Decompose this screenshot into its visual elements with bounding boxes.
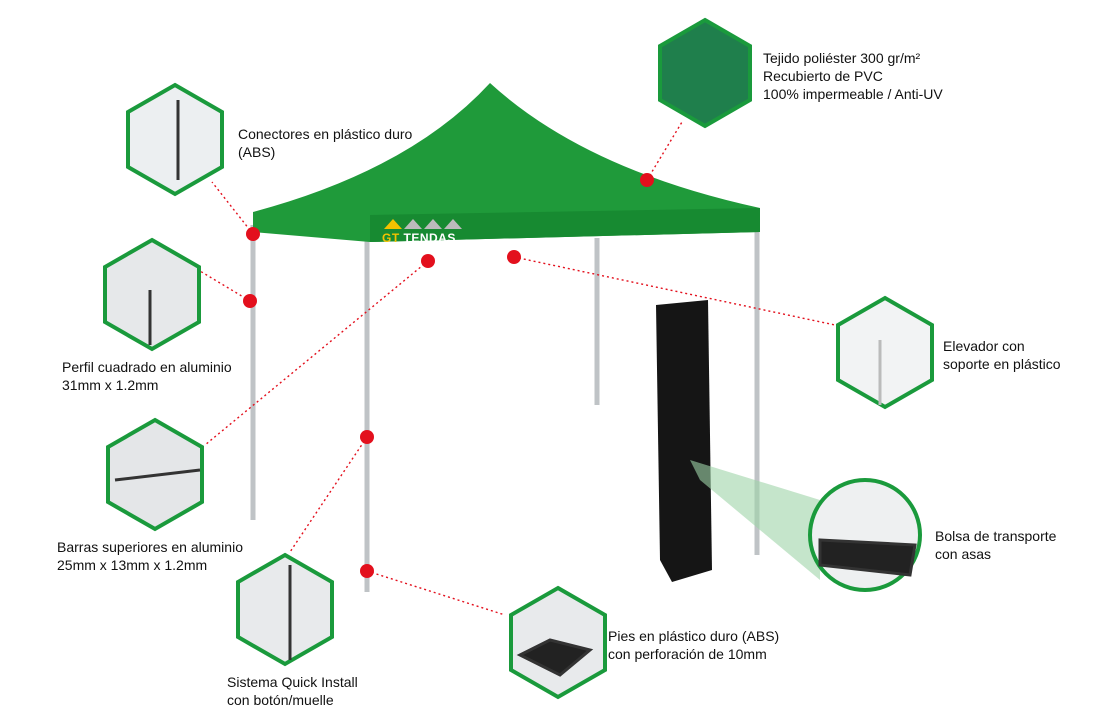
label-line: 25mm x 13mm x 1.2mm: [57, 557, 208, 573]
label-line: Elevador con: [943, 338, 1025, 354]
label-line: con botón/muelle: [227, 692, 334, 708]
label-line: 100% impermeable / Anti-UV: [763, 86, 943, 102]
label-lifter: Elevador con soporte en plástico: [943, 337, 1061, 373]
label-line: (ABS): [238, 144, 276, 160]
canopy-valance: [370, 208, 760, 242]
label-line: Conectores en plástico duro: [238, 126, 413, 142]
label-line: 31mm x 1.2mm: [62, 377, 159, 393]
label-profile: Perfil cuadrado en aluminio 31mm x 1.2mm: [62, 358, 232, 394]
hex-lifter: [836, 295, 934, 410]
callout-dots: [243, 173, 654, 578]
brand-name: TENDAS: [403, 231, 456, 245]
hex-connectors: [126, 82, 224, 197]
leader-lines: [194, 121, 836, 616]
label-fabric: Tejido poliéster 300 gr/m² Recubierto de…: [763, 49, 943, 103]
label-line: Barras superiores en aluminio: [57, 539, 243, 555]
label-bag: Bolsa de transporte con asas: [935, 527, 1056, 563]
label-connectors: Conectores en plástico duro (ABS): [238, 125, 412, 161]
label-bars: Barras superiores en aluminio 25mm x 13m…: [57, 538, 243, 574]
label-quick-install: Sistema Quick Install con botón/muelle: [227, 673, 358, 709]
label-line: Bolsa de transporte: [935, 528, 1057, 544]
detail-sketches: [114, 100, 917, 677]
canopy-roof: [253, 83, 760, 242]
label-line: Tejido poliéster 300 gr/m²: [763, 50, 921, 66]
label-feet: Pies en plástico duro (ABS) con perforac…: [608, 627, 779, 663]
label-line: con asas: [935, 546, 992, 562]
brand-gt: GT: [382, 231, 400, 245]
hex-profile: [103, 237, 201, 352]
hex-quick-install: [236, 552, 334, 667]
label-line: con perforación de 10mm: [608, 646, 767, 662]
label-line: Perfil cuadrado en aluminio: [62, 359, 232, 375]
brand-logo: GT TENDAS: [382, 231, 456, 245]
bag-zoom-beam: [690, 460, 820, 580]
transport-bag: [656, 300, 712, 582]
label-line: soporte en plástico: [943, 356, 1061, 372]
label-line: Sistema Quick Install: [227, 674, 358, 690]
label-line: Pies en plástico duro (ABS): [608, 628, 780, 644]
label-line: Recubierto de PVC: [763, 68, 883, 84]
hex-fabric: [658, 17, 752, 129]
detail-hexagons: [103, 17, 934, 700]
brand-logo-mark: [384, 219, 462, 229]
